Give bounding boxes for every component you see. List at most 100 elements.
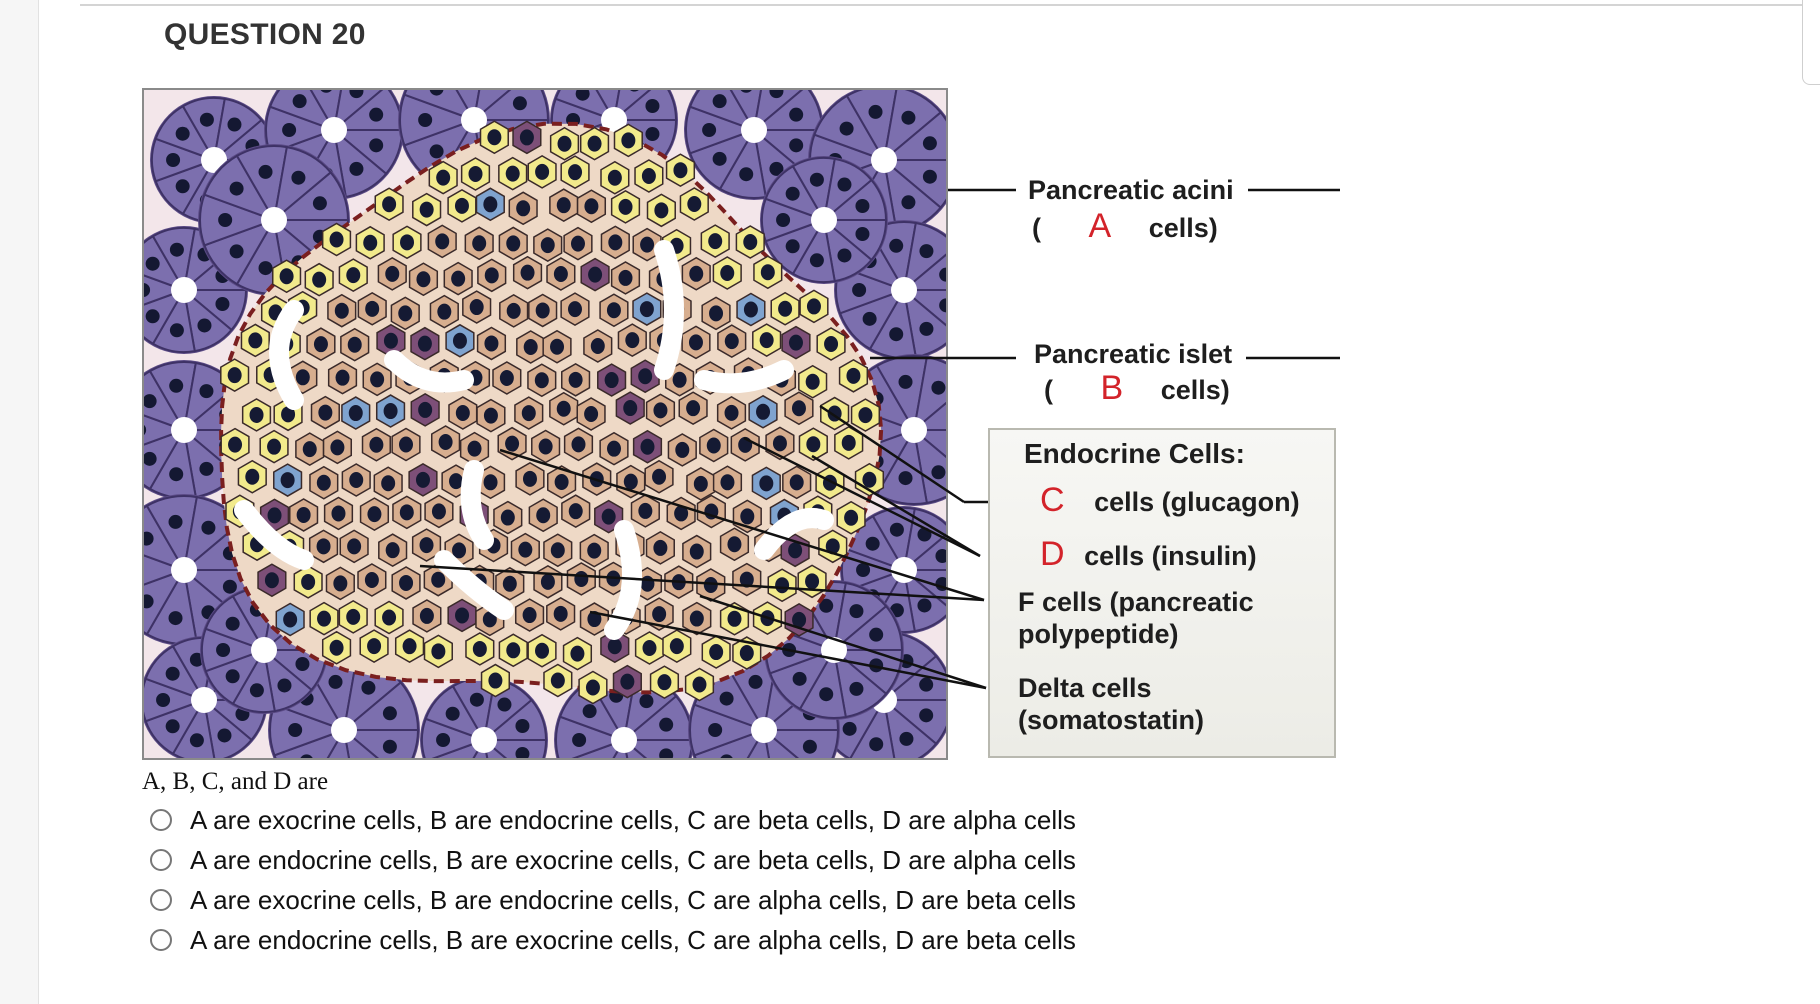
acinar-nucleus [809, 172, 824, 187]
answer-letter-a: A [1088, 207, 1112, 245]
islet-nucleus [416, 271, 431, 288]
islet-nucleus [568, 371, 583, 388]
islet-nucleus [348, 405, 363, 422]
acinus-lumen [171, 557, 197, 583]
radio-button-3[interactable] [150, 889, 172, 911]
right-edge-tab[interactable] [1802, 0, 1820, 85]
islet-nucleus [841, 434, 856, 451]
islet-nucleus [488, 672, 503, 689]
islet-nucleus [760, 264, 775, 281]
islet-nucleus [347, 336, 362, 353]
islet-nucleus [639, 301, 654, 318]
radio-button-1[interactable] [150, 809, 172, 831]
islet-nucleus [657, 674, 672, 691]
islet-nucleus [365, 300, 380, 317]
answer-option-3[interactable]: A are exocrine cells, B are endocrine ce… [150, 880, 1076, 920]
islet-diagram-svg [144, 90, 946, 758]
acinar-cell [481, 698, 548, 741]
islet-nucleus [383, 403, 398, 420]
acinar-nucleus [225, 669, 240, 684]
islet-nucleus [585, 679, 600, 696]
radio-button-2[interactable] [150, 849, 172, 871]
islet-nucleus [349, 472, 364, 489]
acinar-nucleus [361, 680, 376, 695]
islet-nucleus [483, 196, 498, 213]
islet-nucleus [568, 164, 583, 181]
islet-nucleus [724, 333, 739, 350]
acinar-nucleus [898, 471, 913, 486]
pancreatic-acini-label: Pancreatic acini [1028, 175, 1234, 205]
radio-button-4[interactable] [150, 929, 172, 951]
answer-option-4[interactable]: A are endocrine cells, B are exocrine ce… [150, 920, 1076, 960]
islet-nucleus [862, 471, 877, 488]
acinar-nucleus [782, 643, 797, 657]
pancreatic-islet-label: Pancreatic islet [1034, 339, 1233, 369]
islet-nucleus [740, 508, 755, 525]
acinar-nucleus [889, 238, 904, 253]
islet-nucleus [693, 475, 708, 492]
acinar-nucleus [702, 123, 717, 137]
acinar-nucleus [582, 704, 597, 719]
islet-nucleus [347, 538, 362, 555]
acinar-nucleus [789, 138, 804, 153]
islet-nucleus [638, 368, 653, 385]
answer-letter-d: D [1040, 535, 1065, 573]
acinar-nucleus [189, 733, 204, 748]
islet-nucleus [438, 434, 453, 451]
islet-nucleus [846, 367, 861, 384]
capillary [269, 300, 304, 410]
islet-nucleus [417, 335, 432, 352]
islet-nucleus [521, 405, 536, 422]
islet-nucleus [519, 129, 534, 146]
islet-nucleus [283, 611, 298, 628]
acinar-nucleus [839, 121, 854, 136]
pancreas-histology-illustration [142, 88, 948, 760]
islet-nucleus [418, 401, 433, 418]
islet-nucleus [484, 267, 499, 284]
capillary [460, 460, 494, 550]
islet-nucleus [516, 200, 531, 217]
islet-nucleus [550, 338, 565, 355]
islet-nucleus [618, 269, 633, 286]
islet-nucleus [584, 198, 599, 215]
acinar-nucleus [899, 731, 914, 746]
islet-nucleus [727, 610, 742, 627]
answer-option-1-text: A are exocrine cells, B are endocrine ce… [190, 804, 1076, 835]
acinar-nucleus [901, 110, 916, 125]
answer-option-1[interactable]: A are exocrine cells, B are endocrine ce… [150, 800, 1076, 840]
acinar-nucleus [785, 239, 800, 254]
islet-nucleus [709, 305, 724, 322]
acinar-cell [571, 738, 627, 758]
islet-nucleus [535, 302, 550, 319]
acinar-nucleus [856, 563, 871, 577]
acinar-cell [144, 428, 187, 491]
islet-nucleus [653, 402, 668, 419]
endocrine-cells-title: Endocrine Cells: [1024, 438, 1245, 469]
acinar-nucleus [349, 90, 364, 99]
acinar-nucleus [300, 754, 313, 758]
acinar-nucleus [445, 706, 460, 721]
acinar-nucleus [901, 195, 916, 210]
islet-nucleus [858, 407, 873, 424]
acinar-nucleus [939, 298, 946, 313]
acinar-nucleus [939, 267, 946, 282]
islet-nucleus [331, 505, 346, 522]
acinus-lumen [171, 417, 197, 443]
acinar-nucleus [369, 138, 384, 153]
delta-cells-label: Delta cells (somatostatin) [1018, 672, 1204, 737]
islet-nucleus [329, 231, 344, 248]
islet-nucleus [778, 300, 793, 317]
islet-nucleus [641, 167, 656, 184]
acinar-cell [688, 90, 757, 132]
islet-nucleus [788, 334, 803, 351]
islet-nucleus [367, 506, 382, 523]
answer-letter-c: C [1040, 481, 1065, 519]
islet-nucleus [623, 400, 638, 417]
endocrine-cells-box [988, 428, 1336, 758]
acinar-nucleus [852, 283, 867, 297]
islet-nucleus [245, 468, 260, 485]
acinus-lumen [901, 417, 927, 443]
answer-option-2[interactable]: A are endocrine cells, B are exocrine ce… [150, 840, 1076, 880]
acinar-nucleus [169, 323, 184, 338]
acinus-lumen [811, 207, 837, 233]
